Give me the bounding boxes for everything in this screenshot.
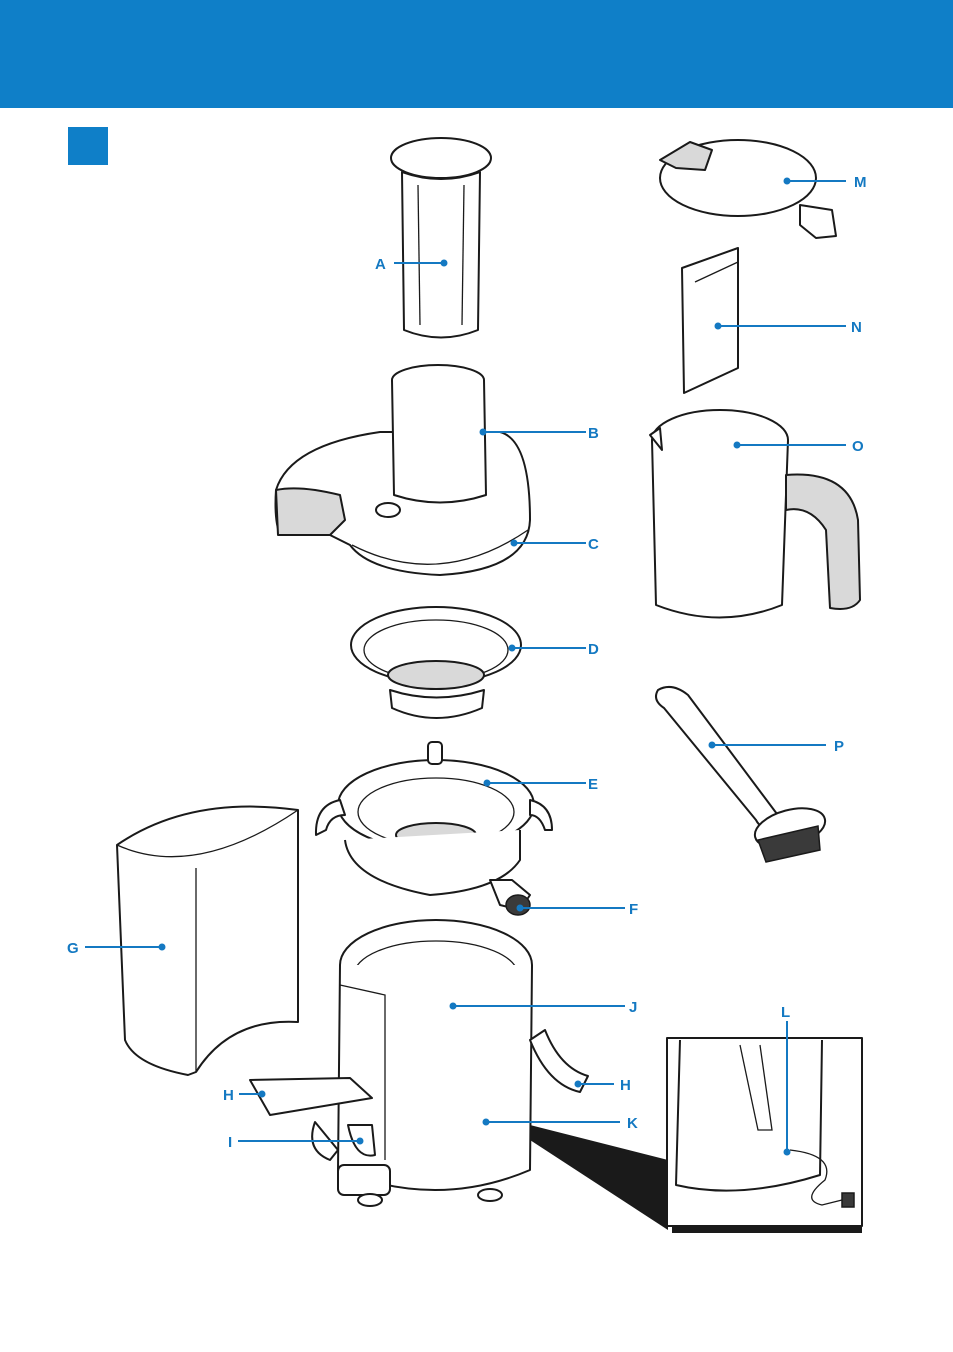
label-h-left: H <box>223 1087 234 1104</box>
label-a: A <box>375 256 386 273</box>
label-o: O <box>852 438 864 455</box>
part-d-filter <box>351 607 521 718</box>
label-e: E <box>588 776 598 793</box>
label-d: D <box>588 641 599 658</box>
inset-cord-storage <box>530 1038 862 1233</box>
label-g: G <box>67 940 79 957</box>
part-o-jug <box>650 410 860 618</box>
part-n-froth-separator <box>682 248 738 393</box>
part-bc-lid <box>276 365 531 575</box>
label-j: J <box>629 999 637 1016</box>
part-g-pulp-container <box>117 807 298 1075</box>
label-p: P <box>834 738 844 755</box>
part-p-brush <box>656 687 829 862</box>
label-m: M <box>854 174 867 191</box>
label-l: L <box>781 1004 790 1021</box>
label-c: C <box>588 536 599 553</box>
label-i: I <box>228 1134 232 1151</box>
label-k: K <box>627 1115 638 1132</box>
label-n: N <box>851 319 862 336</box>
label-b: B <box>588 425 599 442</box>
label-h-right: H <box>620 1077 631 1094</box>
part-ef-juice-collector <box>316 742 552 915</box>
label-f: F <box>629 901 638 918</box>
part-a-pusher <box>391 138 491 338</box>
part-k-motor-unit <box>250 920 588 1206</box>
part-m-jug-lid <box>660 140 836 238</box>
